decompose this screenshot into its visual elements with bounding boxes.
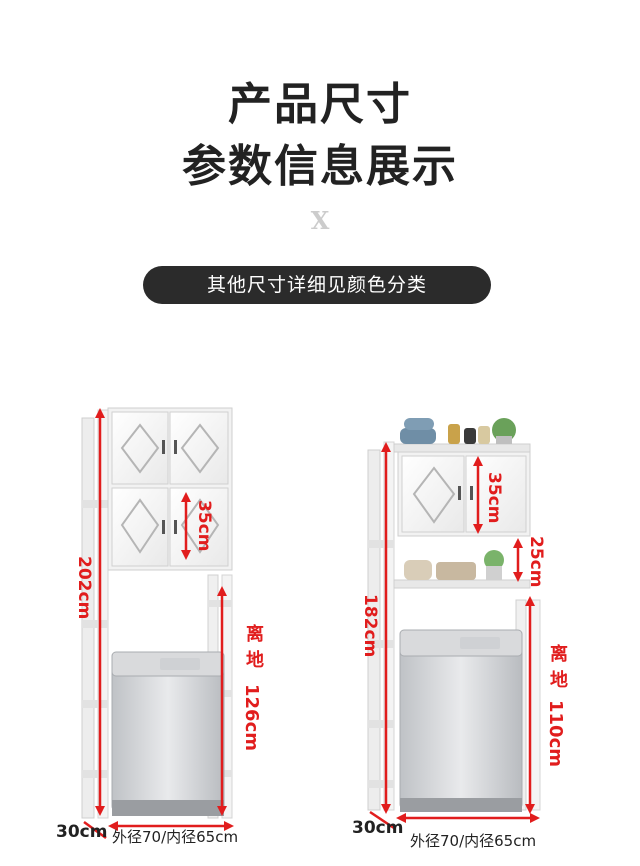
left-clearance-value: 126cm: [241, 684, 262, 751]
left-rack: [81, 407, 234, 840]
right-clearance-value: 110cm: [545, 700, 566, 767]
left-cabinet-height-label: 35cm: [194, 500, 214, 552]
left-height-label: 202cm: [74, 556, 94, 620]
right-width-label: 外径70/内径65cm: [410, 832, 537, 850]
right-height-label: 182cm: [360, 594, 380, 658]
size-note-pill: 其他尺寸详细见颜色分类: [143, 266, 491, 304]
right-shelf-height-label: 25cm: [526, 536, 546, 588]
left-depth-label: 30cm: [56, 822, 108, 842]
x-mark-icon: X: [310, 206, 330, 235]
left-width-label: 外径70/内径65cm: [112, 828, 239, 846]
right-rack: [367, 418, 541, 830]
left-clearance-label: 离地: [243, 624, 264, 676]
right-cabinet-height-label: 35cm: [484, 472, 504, 524]
right-clearance-label: 离地: [547, 644, 568, 696]
title-line-2: 参数信息展示: [182, 141, 458, 192]
title-line-1: 产品尺寸: [228, 79, 412, 130]
right-depth-label: 30cm: [352, 818, 404, 838]
